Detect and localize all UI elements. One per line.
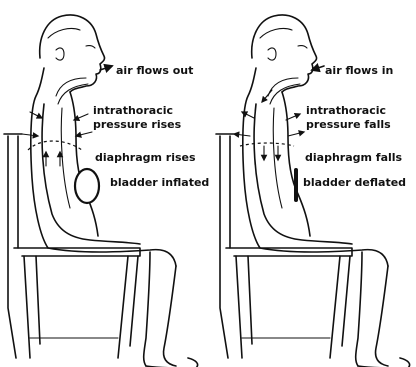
label-air-out: air flows out xyxy=(116,64,193,77)
label-diaphragm-rises: diaphragm rises xyxy=(95,151,196,164)
airway-down-arrow xyxy=(262,90,272,102)
diaphragm-lowered xyxy=(240,143,294,146)
air-in-arrow xyxy=(312,66,324,70)
label-diaphragm-falls: diaphragm falls xyxy=(305,151,403,164)
label-pressure-falls-1: intrathoracic xyxy=(306,104,386,117)
bladder-inflated xyxy=(75,169,99,203)
label-bladder-inflated: bladder inflated xyxy=(110,176,209,189)
bladder-deflated xyxy=(294,168,298,202)
air-out-arrow xyxy=(100,66,112,70)
label-air-in: air flows in xyxy=(325,64,393,77)
label-bladder-deflated: bladder deflated xyxy=(303,176,406,189)
label-pressure-rises-1: intrathoracic xyxy=(93,104,173,117)
label-pressure-rises-2: pressure rises xyxy=(93,118,182,131)
diaphragm-raised xyxy=(28,141,82,150)
label-pressure-falls-2: pressure falls xyxy=(306,118,391,131)
